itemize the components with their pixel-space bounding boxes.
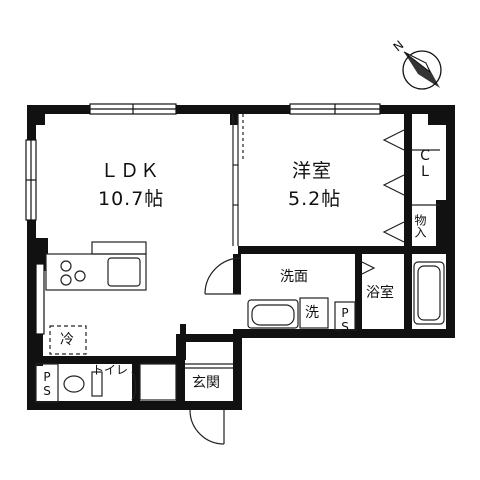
western-room-label: 洋室 <box>292 160 333 182</box>
fridge-label: 冷 <box>60 332 74 348</box>
washroom-label: 洗面 <box>280 269 308 285</box>
interior-lines <box>35 114 445 445</box>
ldk-size: 10.7帖 <box>98 188 165 210</box>
ps-left-label: PS <box>40 370 54 398</box>
ldk-label: ＬＤＫ <box>100 160 161 182</box>
washer-label: 洗 <box>305 305 319 321</box>
entrance-label: 玄関 <box>192 375 220 391</box>
windows <box>25 103 381 335</box>
ps-right-label: PS <box>338 306 352 334</box>
western-room-size: 5.2帖 <box>288 188 342 210</box>
storage-label: 物入 <box>413 214 427 238</box>
toilet-label: トイレ <box>92 363 129 377</box>
bathroom-label: 浴室 <box>366 285 394 301</box>
closet-label: CL <box>417 148 433 180</box>
compass-icon <box>402 50 442 90</box>
